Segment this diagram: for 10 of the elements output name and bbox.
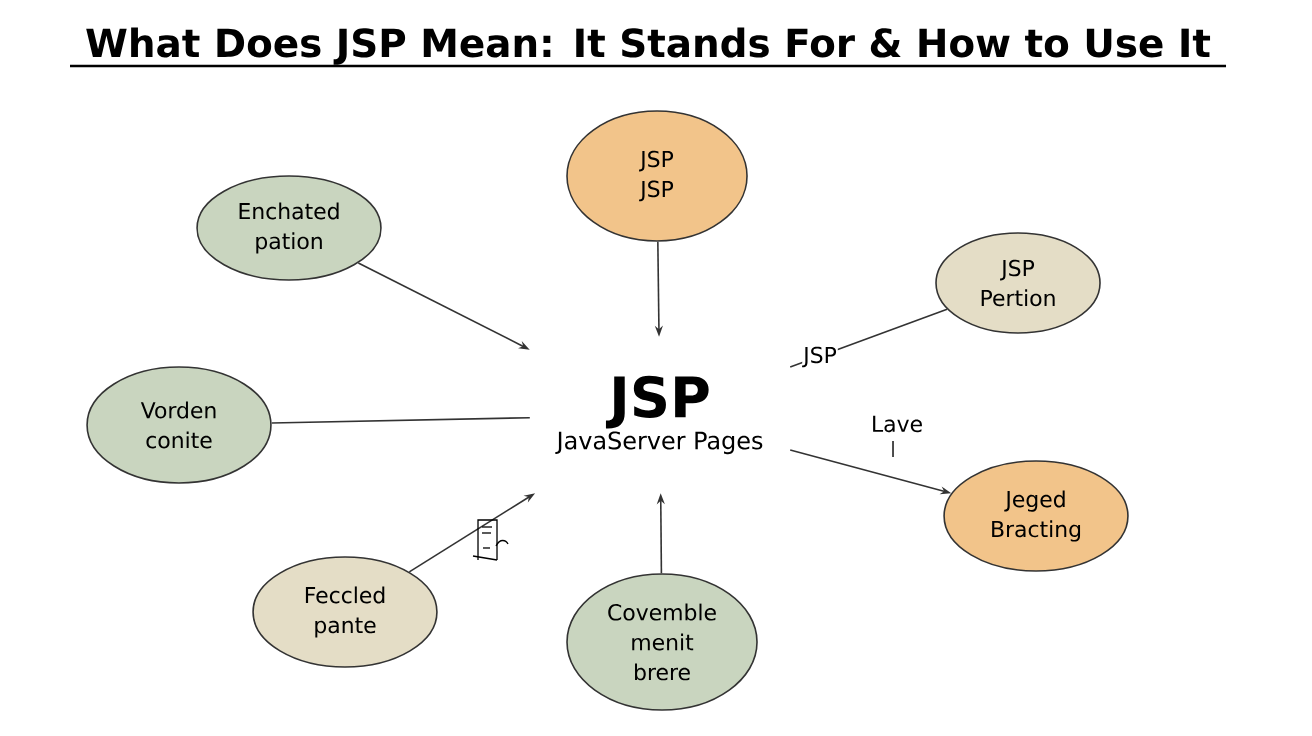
center-label: JSP JavaServer Pages [555,375,763,455]
ellipse-node: JSP Pertion [935,232,1101,334]
edge-label: JSP [802,345,838,369]
title: What Does JSP Mean: It Stands For & How to Use It [86,27,1211,65]
ellipse-node: Feccled pante [252,556,438,668]
ellipse-node: Covemble menit brere [566,573,758,711]
ellipse-node: Enchated pation [196,175,382,281]
ellipse-node: JSP JSP [566,110,748,242]
ellipse-node: Jeged Bracting [943,460,1129,572]
ellipse-node: Vorden conite [86,366,272,484]
